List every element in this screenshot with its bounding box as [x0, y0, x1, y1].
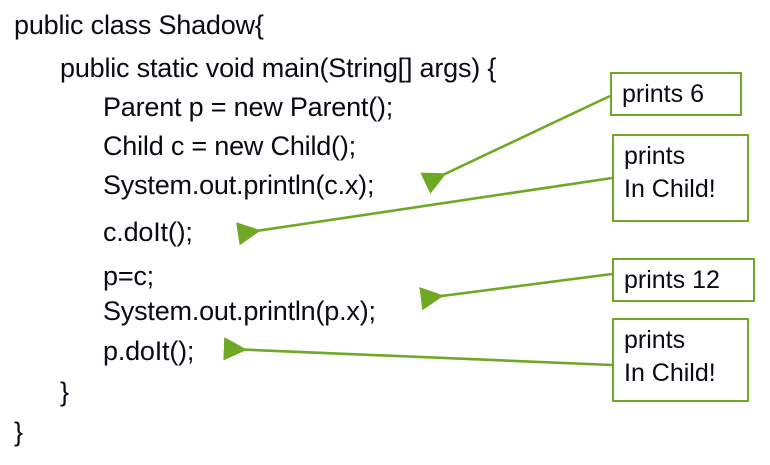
code-line: } [60, 377, 69, 407]
code-line: System.out.println(c.x); [103, 170, 375, 200]
callout-prints-in-child-2: prints In Child! [612, 318, 749, 402]
code-line: p.doIt(); [103, 336, 195, 366]
code-line: Child c = new Child(); [103, 131, 356, 161]
code-line: public class Shadow{ [14, 10, 264, 40]
code-listing: public class Shadow{ public static void … [14, 10, 497, 447]
callout-prints-in-child-1: prints In Child! [612, 134, 749, 222]
code-line: public static void main(String[] args) { [60, 53, 497, 83]
code-line: p=c; [103, 261, 154, 291]
code-line: System.out.println(p.x); [103, 296, 376, 326]
callout-prints-12: prints 12 [612, 258, 755, 302]
code-line: c.doIt(); [103, 217, 193, 247]
callout-prints-6: prints 6 [610, 72, 742, 116]
code-line: Parent p = new Parent(); [103, 92, 394, 122]
code-line: } [14, 417, 23, 447]
